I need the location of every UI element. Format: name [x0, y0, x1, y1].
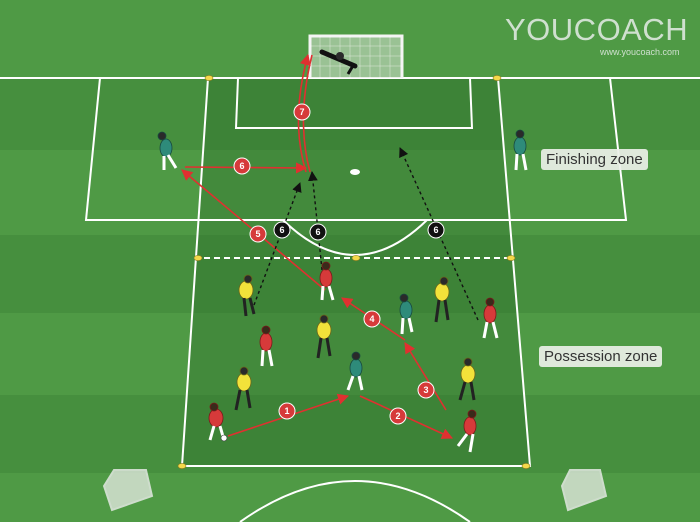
player-teal	[399, 293, 414, 335]
cone	[492, 75, 502, 81]
player-yellow	[316, 314, 332, 359]
player-yellow	[434, 276, 450, 323]
svg-text:6: 6	[279, 225, 284, 235]
cones	[177, 75, 531, 469]
cone	[204, 75, 214, 81]
pass-badge: 7	[293, 103, 311, 121]
player-teal	[346, 351, 364, 391]
finishing-zone-label: Finishing zone	[541, 149, 648, 170]
drill-area	[182, 78, 530, 466]
cone	[177, 463, 187, 469]
svg-text:2: 2	[395, 411, 400, 421]
pass-badge: 2	[389, 407, 407, 425]
mini-goal-right	[560, 469, 608, 512]
svg-text:4: 4	[369, 314, 374, 324]
run-arrow-1	[253, 182, 302, 306]
cone	[521, 463, 531, 469]
pass-arrow-3	[404, 342, 447, 411]
brand-url: www.youcoach.com	[600, 47, 680, 57]
run-badge: 6	[427, 221, 445, 239]
goalkeeper	[319, 49, 358, 75]
run-badge: 6	[309, 223, 327, 241]
players	[157, 129, 528, 453]
ball	[220, 434, 228, 442]
svg-text:6: 6	[315, 227, 320, 237]
run-arrow-3	[399, 147, 479, 321]
pass-badge: 5	[249, 225, 267, 243]
pass-badge: 3	[417, 381, 435, 399]
pass-badges: 1 2 3 4 5 6 7	[233, 103, 435, 425]
penalty-arc	[282, 219, 428, 256]
player-teal	[513, 129, 528, 171]
player-yellow	[458, 357, 476, 401]
player-red	[482, 297, 499, 339]
run-badges: 6 6 6	[273, 221, 445, 241]
svg-text:6: 6	[239, 161, 244, 171]
svg-text:1: 1	[284, 406, 289, 416]
svg-text:7: 7	[299, 107, 304, 117]
player-red	[259, 325, 274, 367]
brand-logo: YOUCOACH	[505, 12, 689, 47]
svg-text:5: 5	[255, 229, 260, 239]
player-yellow	[234, 366, 252, 411]
possession-zone-label: Possession zone	[539, 346, 663, 367]
svg-text:3: 3	[423, 385, 428, 395]
pass-badge: 1	[278, 402, 296, 420]
cone	[506, 255, 516, 261]
main-goal	[308, 34, 404, 78]
center-circle	[239, 480, 471, 522]
penalty-spot	[350, 169, 360, 175]
mini-goal-left	[102, 469, 154, 512]
cone	[193, 255, 203, 261]
run-badge: 6	[273, 221, 291, 239]
goal-area	[234, 77, 474, 129]
player-yellow	[238, 274, 256, 317]
pass-badge: 4	[363, 310, 381, 328]
run-arrows	[253, 147, 479, 321]
player-teal	[157, 131, 178, 170]
run-arrow-2	[308, 171, 323, 271]
player-red	[319, 261, 335, 301]
player-red	[456, 409, 477, 453]
svg-text:6: 6	[433, 225, 438, 235]
pass-badge: 6	[233, 157, 251, 175]
cone	[351, 255, 361, 261]
